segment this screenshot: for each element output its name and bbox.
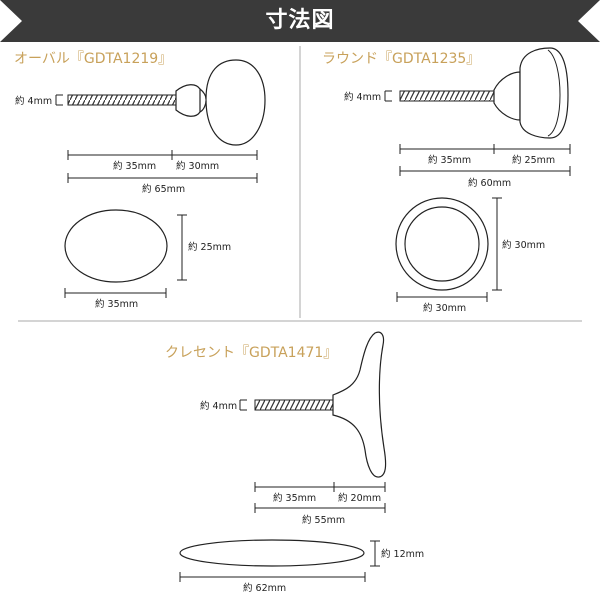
crescent-top-h: 約 12mm [381,548,424,560]
oval-screw-dim [55,94,63,106]
crescent-screw-dim [239,399,247,411]
round-len-a: 約 35mm [428,154,471,166]
crescent-side-view [254,331,387,478]
round-title: ラウンド『GDTA1235』 [322,51,480,67]
banner-shape [0,0,600,42]
oval-title: オーバル『GDTA1219』 [14,51,172,67]
round-screw-label: 約 4mm [344,91,381,103]
oval-screw-label: 約 4mm [15,95,52,107]
oval-top-view [64,209,168,283]
crescent-length-dims [254,482,386,513]
round-top-view [395,197,489,291]
oval-len-a: 約 35mm [113,160,156,172]
oval-length-dims [67,150,258,183]
round-side-view [399,47,569,139]
oval-top-h: 約 25mm [188,241,231,253]
round-screw-dim [384,90,392,102]
crescent-len-total: 約 55mm [302,514,345,526]
oval-top-w: 約 35mm [95,298,138,310]
crescent-len-b: 約 20mm [338,492,381,504]
round-len-b: 約 25mm [512,154,555,166]
oval-side-view [67,59,266,146]
crescent-top-w: 約 62mm [243,582,286,594]
crescent-top-view [179,539,365,567]
round-len-total: 約 60mm [468,177,511,189]
crescent-len-a: 約 35mm [273,492,316,504]
round-top-h: 約 30mm [502,239,545,251]
crescent-screw-label: 約 4mm [200,400,237,412]
oval-len-b: 約 30mm [176,160,219,172]
crescent-title: クレセント『GDTA1471』 [165,345,337,361]
oval-top-dims [64,214,187,298]
round-length-dims [399,144,571,176]
page-title: 寸法図 [265,8,335,33]
oval-len-total: 約 65mm [142,183,185,195]
crescent-top-dims [179,540,380,582]
round-top-w: 約 30mm [423,302,466,314]
title-banner: 寸法図 [0,0,600,44]
round-top-dims [396,197,502,302]
